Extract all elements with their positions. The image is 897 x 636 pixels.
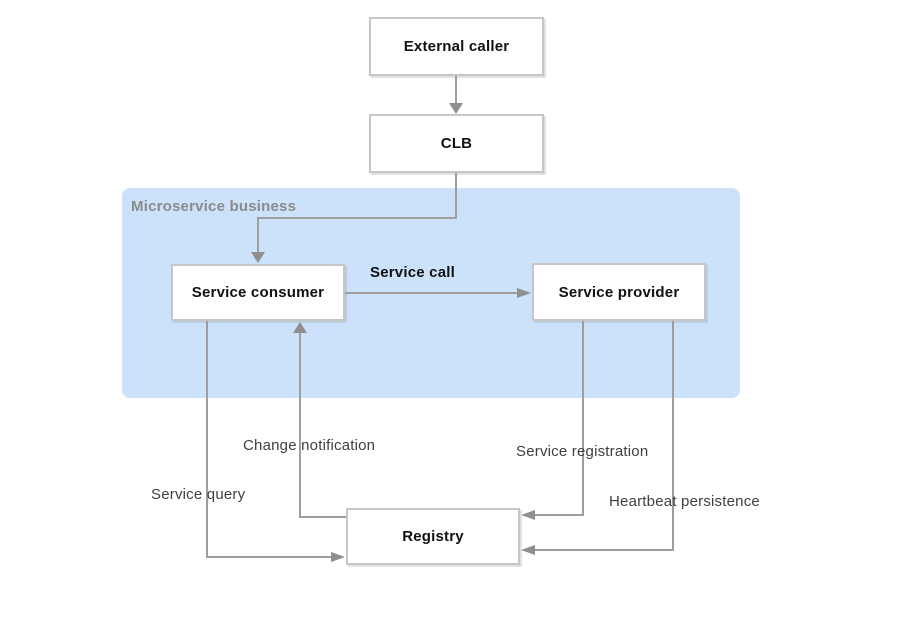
edge-label-service-query: Service query — [151, 486, 246, 503]
edge-label-heartbeat-persistence: Heartbeat persistence — [609, 493, 760, 510]
edge-external-to-clb — [455, 76, 457, 104]
edge-label-change-notification: Change notification — [243, 437, 376, 454]
node-service-provider: Service provider — [532, 263, 706, 321]
node-external-caller-label: External caller — [403, 38, 510, 55]
region-label: Microservice business — [131, 198, 297, 215]
edge-label-service-registration: Service registration — [516, 443, 649, 460]
edge-clb-to-consumer — [257, 217, 259, 253]
arrowhead-into-registry-left-lower — [331, 552, 345, 562]
arrowhead-into-clb — [449, 103, 463, 114]
edge-service-query-horizontal — [206, 556, 332, 558]
edge-change-notification-horizontal — [299, 516, 346, 518]
node-service-consumer-label: Service consumer — [191, 284, 325, 301]
arrowhead-into-consumer-top — [251, 252, 265, 263]
edge-clb-horizontal — [257, 217, 457, 219]
node-service-provider-label: Service provider — [558, 283, 680, 301]
edge-change-notification-vertical — [299, 332, 301, 517]
edge-service-registration-vertical — [582, 321, 584, 515]
arrowhead-into-registry-right-upper — [521, 510, 535, 520]
edge-service-query-vertical — [206, 321, 208, 557]
node-registry: Registry — [346, 508, 520, 565]
node-clb: CLB — [369, 114, 544, 173]
arrowhead-into-registry-right-lower — [521, 545, 535, 555]
arrowhead-into-consumer-bottom — [293, 322, 307, 333]
edge-service-registration-horizontal — [534, 514, 584, 516]
edge-heartbeat-horizontal — [534, 549, 674, 551]
edge-clb-down — [455, 173, 457, 219]
edge-service-call — [345, 292, 519, 294]
node-clb-label: CLB — [440, 135, 473, 152]
node-registry-label: Registry — [402, 528, 464, 545]
edge-heartbeat-vertical — [672, 321, 674, 550]
node-external-caller: External caller — [369, 17, 544, 76]
edge-label-service-call: Service call — [370, 264, 455, 281]
node-service-consumer: Service consumer — [171, 264, 345, 321]
arrowhead-into-provider — [517, 288, 531, 298]
